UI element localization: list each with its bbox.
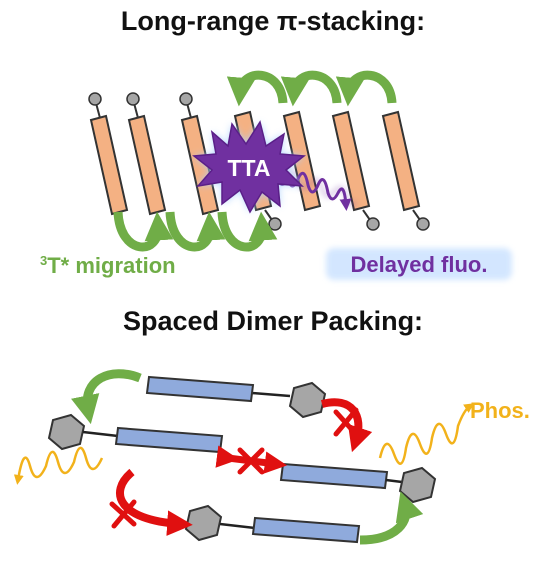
green-arc-arrow bbox=[335, 70, 397, 107]
red-cross-icon bbox=[333, 407, 359, 437]
orange-bar bbox=[180, 114, 220, 216]
orange-bar bbox=[381, 110, 421, 212]
green-arc-arrow bbox=[280, 70, 342, 107]
orange-bar bbox=[89, 114, 129, 216]
hexagon bbox=[47, 413, 86, 451]
bottom-title: Spaced Dimer Packing: bbox=[123, 306, 423, 336]
green-arc-arrow bbox=[226, 70, 288, 107]
hexagon bbox=[288, 381, 327, 419]
stacked-molecule bbox=[126, 92, 167, 216]
ball bbox=[268, 217, 282, 231]
upper-migration-arrows bbox=[226, 70, 397, 107]
green-arc-arrow bbox=[359, 491, 424, 545]
yellow-wave-arrow-left bbox=[13, 446, 104, 485]
burst-star bbox=[192, 120, 306, 214]
ball bbox=[126, 92, 140, 106]
stacked-molecule bbox=[88, 92, 129, 216]
blue-bar bbox=[114, 426, 224, 454]
dimer-lower-molecule-b bbox=[184, 504, 361, 544]
red-cross-icon bbox=[237, 447, 265, 475]
ball bbox=[366, 217, 380, 231]
bottom-green-arrows bbox=[71, 369, 424, 545]
phosphorescence-waves bbox=[13, 403, 475, 485]
delayed-fluo-label: Delayed fluo. bbox=[351, 252, 488, 277]
ball bbox=[88, 92, 102, 106]
green-arc-arrow bbox=[217, 211, 278, 252]
blue-bar bbox=[145, 375, 255, 403]
top-title: Long-range π-stacking: bbox=[121, 6, 425, 36]
hexagon bbox=[398, 466, 437, 504]
migration-label: 3T* migration bbox=[40, 253, 176, 278]
tta-burst: TTA bbox=[192, 120, 306, 214]
yellow-wave-arrow-right bbox=[378, 403, 475, 465]
red-cross-icon bbox=[109, 499, 137, 529]
delayed-label-glow bbox=[326, 248, 512, 280]
orange-bar bbox=[127, 114, 167, 216]
green-arc-arrow bbox=[71, 369, 142, 425]
dimer-upper-molecule-b bbox=[47, 413, 224, 454]
dimer-lower-molecule-a bbox=[279, 462, 437, 504]
hexagon bbox=[184, 504, 223, 542]
red-arc-arrow bbox=[116, 468, 193, 536]
green-arc-arrow bbox=[165, 211, 226, 252]
stacked-molecule bbox=[179, 92, 220, 216]
lower-migration-arrows bbox=[113, 211, 278, 252]
phos-label: Phos. bbox=[470, 398, 530, 423]
tta-label: TTA bbox=[227, 155, 270, 181]
red-arc-arrow bbox=[320, 398, 373, 453]
green-arc-arrow bbox=[113, 211, 174, 252]
ball bbox=[179, 92, 193, 106]
blocked-arrows bbox=[109, 398, 373, 536]
orange-bar bbox=[331, 110, 371, 212]
dimer-upper-molecule-a bbox=[145, 375, 327, 419]
ball bbox=[416, 217, 430, 231]
stacked-molecule bbox=[331, 110, 380, 231]
blue-bar bbox=[251, 516, 361, 544]
stacked-molecule bbox=[381, 110, 430, 231]
blue-bar bbox=[279, 462, 389, 490]
